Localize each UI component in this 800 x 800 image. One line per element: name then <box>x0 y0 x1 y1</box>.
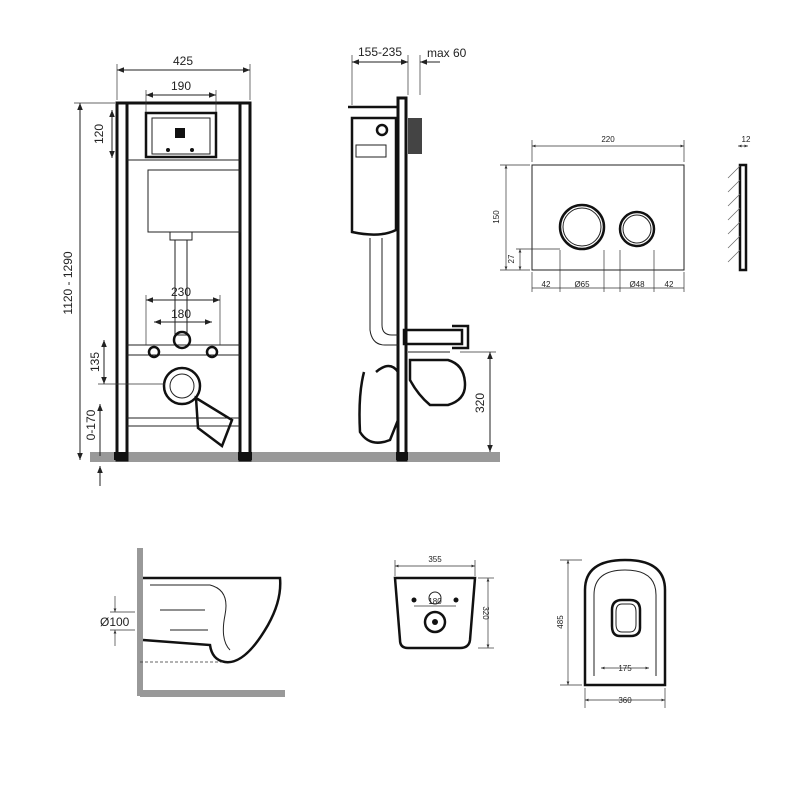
bowl-back-outline <box>393 576 477 650</box>
service-opening <box>144 111 218 159</box>
dim-seat-spacing: 175 <box>618 664 632 673</box>
big-flush-button <box>558 203 606 251</box>
bowl-top-outline <box>583 558 667 687</box>
dim-frame-width: 425 <box>173 54 193 68</box>
frame-right-foot <box>238 452 252 460</box>
dim-leg-height: 0-170 <box>84 409 98 440</box>
dim-top-height: 120 <box>92 124 106 144</box>
drain-outlet <box>162 366 202 406</box>
bowl-top-view: 485 175 360 <box>556 558 667 708</box>
bowl-bolt-left <box>411 597 417 603</box>
dim-bowl-back-width: 355 <box>428 555 442 564</box>
dim-bowl-back-height: 320 <box>481 606 490 620</box>
flush-pipe <box>174 239 188 336</box>
side-drain-fitting <box>408 358 467 407</box>
floor-line <box>90 452 500 462</box>
dim-plate-margin-right: 42 <box>665 280 674 289</box>
mount-bolt-right <box>205 345 219 359</box>
flush-plate-side <box>738 163 748 272</box>
mount-bolt-left <box>147 345 161 359</box>
dim-bowl-width: 360 <box>618 696 632 705</box>
dim-side-depth: 155-235 <box>358 45 402 59</box>
small-flush-button <box>618 210 656 248</box>
dim-plate-margin-left: 42 <box>542 280 551 289</box>
bowl-back-view: 355 180 320 <box>393 555 494 650</box>
dim-small-button: Ø48 <box>629 280 645 289</box>
bowl-side-view: Ø100 <box>100 548 285 697</box>
bowl-rim-opening <box>610 598 642 638</box>
dim-bowl-length: 485 <box>556 615 565 629</box>
dim-total-height: 1120 - 1290 <box>61 251 75 314</box>
flush-plate-view: 220 150 27 42 Ø65 Ø48 42 12 <box>492 135 751 292</box>
cistern <box>147 169 241 233</box>
dim-pipe-outer: 230 <box>171 285 191 299</box>
dim-bowl-bolt-spacing: 180 <box>428 597 442 606</box>
side-flush-pipe <box>369 238 398 346</box>
flush-plate <box>531 164 685 271</box>
dim-outlet-height: 320 <box>473 393 487 413</box>
dim-big-button: Ø65 <box>574 280 590 289</box>
wall-bracket <box>408 118 422 154</box>
frame-front-view: 425 190 120 1120 - 1290 230 180 135 0-17… <box>61 54 500 486</box>
dim-pipe-inner: 180 <box>171 307 191 321</box>
frame-right-upright <box>238 101 252 462</box>
flush-outlet <box>172 330 192 350</box>
side-drain <box>358 371 400 444</box>
bowl-body <box>142 576 282 664</box>
side-frame-upright <box>396 96 408 462</box>
dim-bowl-outlet: Ø100 <box>100 615 130 629</box>
frame-left-upright <box>115 101 129 462</box>
drain-elbow <box>194 395 234 448</box>
dim-plate-height: 150 <box>492 210 501 224</box>
frame-side-view: 155-235 max 60 320 <box>348 45 496 462</box>
frame-left-foot <box>114 452 128 460</box>
bowl-bolt-right <box>453 597 459 603</box>
dim-plate-width: 220 <box>601 135 615 144</box>
dim-plate-edge-offset: 27 <box>507 254 516 263</box>
bowl-back-drain <box>423 610 447 634</box>
side-cistern <box>350 116 398 236</box>
dim-max-wall: max 60 <box>427 46 467 60</box>
side-connector <box>402 328 464 346</box>
dim-plate-thickness: 12 <box>742 135 751 144</box>
dim-top-width: 190 <box>171 79 191 93</box>
dim-bolt-height: 135 <box>88 352 102 372</box>
